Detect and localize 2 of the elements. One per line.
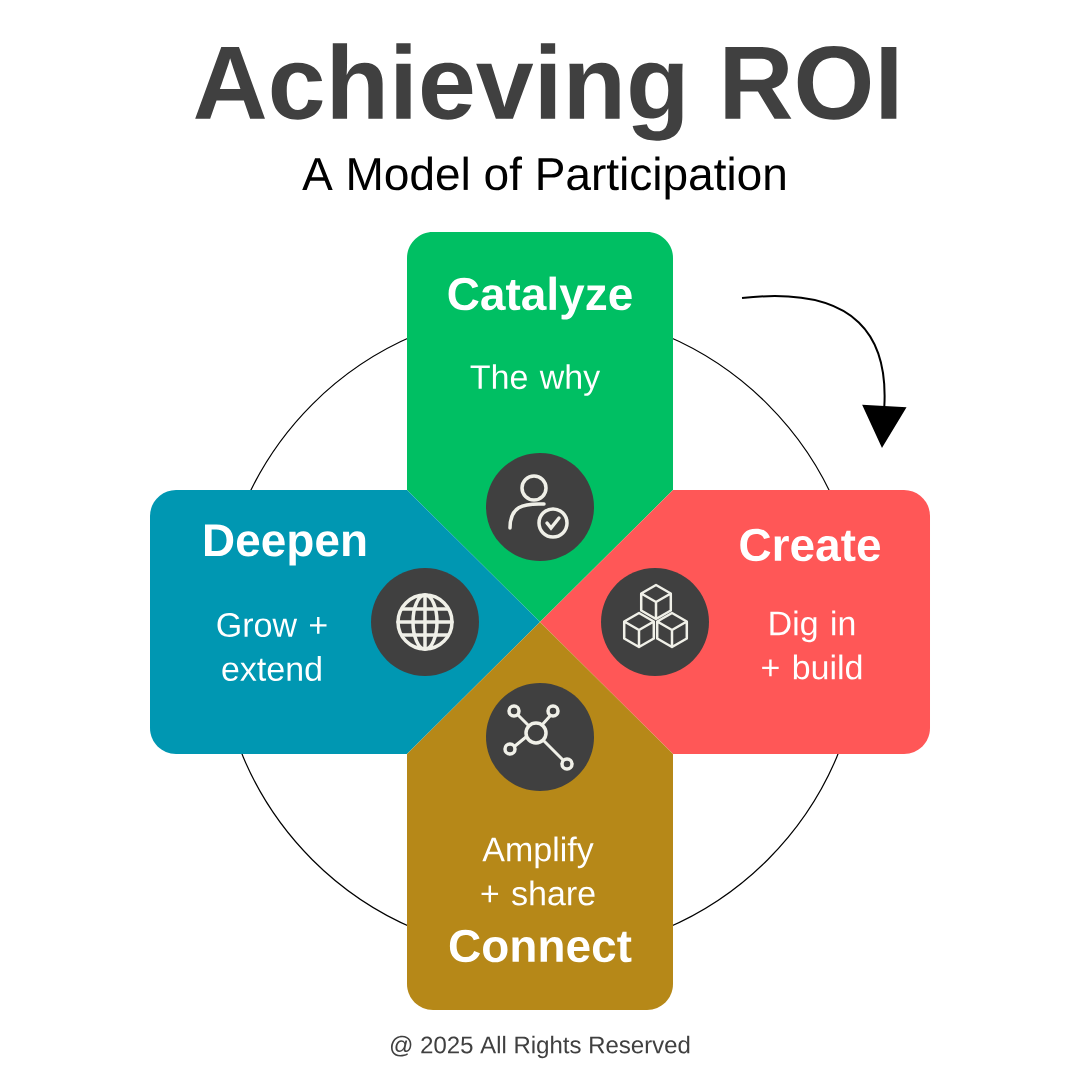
title: Achieving ROI bbox=[195, 43, 897, 141]
copyright-notice: @ 2025 All Rights Reserved bbox=[390, 1035, 690, 1059]
